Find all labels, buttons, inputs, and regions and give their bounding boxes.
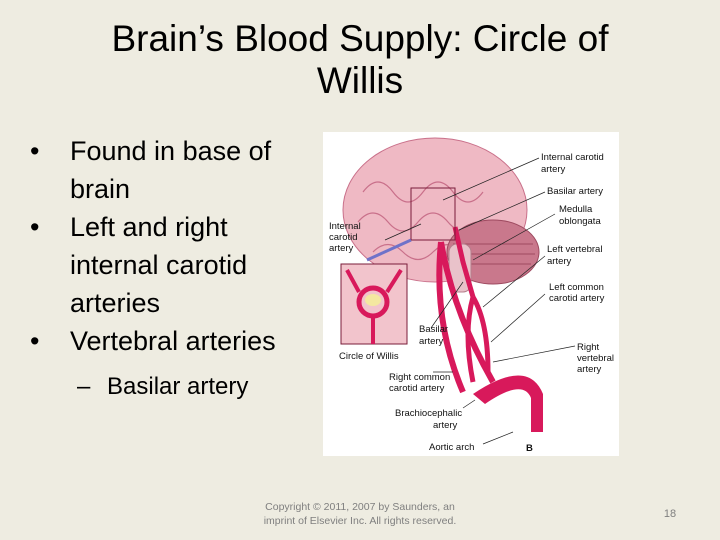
bullet-item: • Found in base of brain — [30, 132, 315, 208]
sub-bullet-text: Basilar artery — [107, 373, 249, 400]
title-line-1: Brain’s Blood Supply: Circle of — [111, 18, 609, 59]
bullet-line: Left and right — [70, 212, 228, 242]
bullet-line: arteries — [70, 288, 161, 318]
inset-gland-shape — [365, 294, 381, 306]
copyright-footer: Copyright © 2011, 2007 by Saunders, an i… — [250, 500, 470, 528]
bullet-line: brain — [70, 174, 131, 204]
bullet-line: internal carotid — [70, 250, 248, 280]
bullet-line: Vertebral arteries — [70, 326, 276, 356]
title-line-2: Willis — [316, 60, 404, 101]
aortic-arch-shape — [473, 375, 543, 432]
inset-pointer-arrow — [366, 238, 412, 262]
bullet-line: Found in base of — [70, 136, 272, 166]
label-basilar-artery-right: Basilar artery — [547, 186, 603, 197]
footer-line-2: imprint of Elsevier Inc. All rights rese… — [263, 515, 457, 527]
circle-of-willis-inset-frame — [410, 187, 456, 241]
sub-bullet-item: – Basilar artery — [30, 372, 315, 402]
page-number: 18 — [663, 508, 677, 520]
slide-title: Brain’s Blood Supply: Circle of Willis — [60, 18, 660, 102]
inset-arteries — [345, 268, 403, 344]
sub-bullet-marker: – — [77, 373, 91, 400]
bullet-item: • Vertebral arteries — [30, 322, 315, 360]
footer-line-1: Copyright © 2011, 2007 by Saunders, an — [265, 501, 455, 513]
bullet-marker: • — [30, 212, 40, 242]
basilar-artery-shape — [452, 226, 476, 298]
bullet-marker: • — [30, 136, 40, 166]
label-leader-lines — [384, 157, 576, 445]
bullet-item: • Left and right internal carotid arteri… — [30, 208, 315, 322]
carotid-artery-shapes — [436, 241, 496, 394]
label-aortic-arch: Aortic arch — [429, 442, 474, 453]
bullet-marker: • — [30, 326, 40, 356]
panel-letter: B — [526, 443, 533, 454]
bullet-list: • Found in base of brain • Left and righ… — [30, 132, 315, 402]
label-circle-of-willis: Circle of Willis — [339, 351, 399, 362]
